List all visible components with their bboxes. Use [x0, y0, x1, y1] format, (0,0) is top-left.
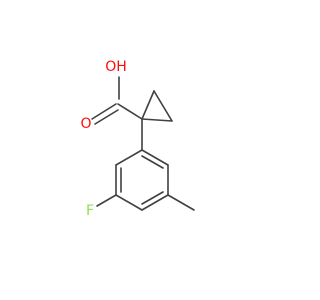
bond-c-o-double-a [91, 103, 117, 120]
cyclopropane-ring [141, 90, 173, 122]
benzene-bond-1 [115, 149, 143, 166]
bond-ring-to-fluorine [96, 194, 117, 207]
benzene-double-3 [141, 155, 164, 169]
benzene-bond-4 [141, 194, 169, 211]
ring-bond-2 [153, 90, 173, 122]
carboxyl-group [91, 76, 143, 125]
bond-c-o-double-b [94, 109, 119, 125]
bond-ring-to-methyl [167, 194, 195, 211]
ring-bond-1 [141, 90, 155, 120]
fluorine-label: F [86, 203, 94, 219]
carbonyl-oxygen-label: O [80, 116, 91, 132]
bond-carboxyl-to-quaternary [117, 103, 143, 120]
benzene-bond-3 [115, 194, 143, 211]
structure-diagram: OH O F [80, 59, 195, 219]
ring-bond-3 [141, 118, 173, 122]
benzene-ring [115, 149, 169, 211]
benzene-double-2 [141, 191, 164, 205]
hydroxyl-label: OH [105, 59, 127, 75]
benzene-bond-6 [141, 149, 169, 166]
